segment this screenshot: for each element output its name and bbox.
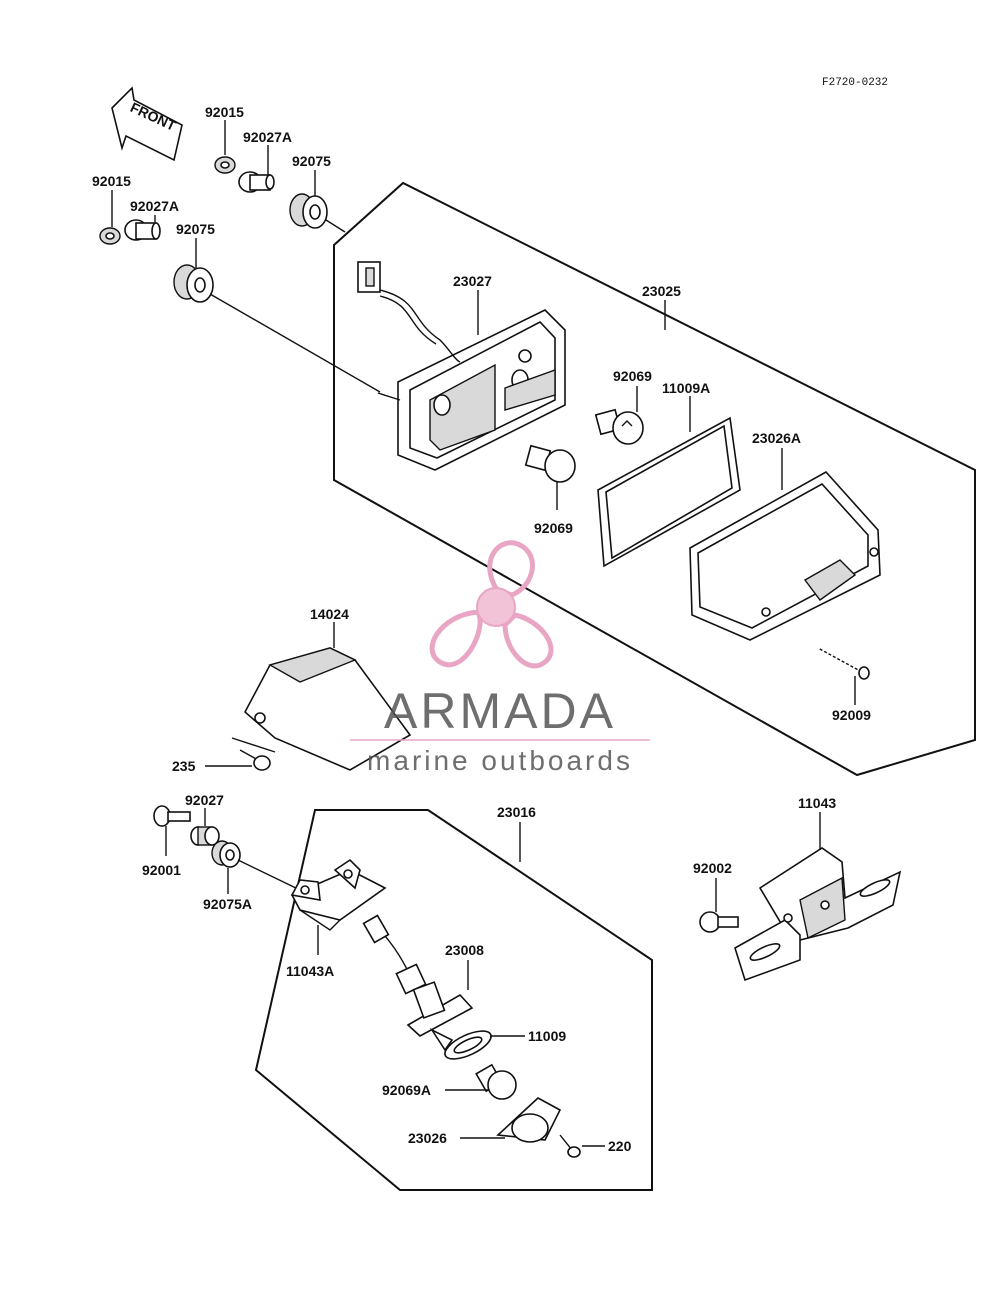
grommet-92075-lower (173, 264, 214, 303)
bulb-92069-lower (524, 444, 576, 483)
lens-23026A (689, 470, 881, 641)
label-92069-lower: 92069 (534, 520, 573, 536)
propeller-logo-icon (429, 540, 554, 669)
label-23025: 23025 (642, 283, 681, 299)
armada-watermark: ARMADA marine outboards (350, 540, 650, 776)
gasket-11009 (444, 1030, 492, 1060)
tail-lamp-assembly-outline (333, 181, 976, 777)
label-23008: 23008 (445, 942, 484, 958)
label-92015-upper: 92015 (205, 104, 244, 120)
watermark-brand: ARMADA (384, 683, 616, 739)
bulb-92069A (475, 1063, 517, 1100)
label-92075-lower: 92075 (176, 221, 215, 237)
gasket-11009A (597, 416, 741, 568)
label-11043: 11043 (798, 795, 836, 811)
bolt-92001 (153, 805, 191, 827)
label-220: 220 (608, 1138, 632, 1154)
screw-92009 (817, 647, 870, 680)
watermark-tagline: marine outboards (367, 745, 633, 776)
label-11009: 11009 (528, 1028, 566, 1044)
collar-92027A-upper (238, 171, 275, 193)
label-92002: 92002 (693, 860, 732, 876)
label-92027A-lower: 92027A (130, 198, 179, 214)
label-14024: 14024 (310, 606, 349, 622)
license-bracket-11043 (734, 847, 902, 982)
label-92027: 92027 (185, 792, 224, 808)
label-235: 235 (172, 758, 196, 774)
label-92001: 92001 (142, 862, 181, 878)
nut-92015-upper (214, 156, 236, 174)
collar-92027A-lower (124, 219, 161, 241)
label-92075-upper: 92075 (292, 153, 331, 169)
label-92069A: 92069A (382, 1082, 431, 1098)
screw-220 (559, 1134, 581, 1158)
grommet-92075-upper (289, 193, 328, 229)
label-11009A: 11009A (662, 380, 710, 396)
socket-23008 (362, 914, 474, 1052)
nut-92015-lower (99, 227, 121, 245)
label-11043A: 11043A (286, 963, 334, 979)
front-arrow-icon: FRONT (111, 86, 183, 162)
label-23016: 23016 (497, 804, 536, 820)
label-23027: 23027 (453, 273, 492, 289)
label-92009: 92009 (832, 707, 871, 723)
label-92027A-upper: 92027A (243, 129, 292, 145)
bolt-92002 (699, 911, 739, 933)
screw-235 (239, 749, 271, 771)
lens-23026 (496, 1097, 562, 1143)
label-92015-lower: 92015 (92, 173, 131, 189)
bulb-92069-upper (594, 408, 644, 445)
drawing-code: F2720-0232 (822, 77, 888, 89)
lamp-housing-23027 (357, 261, 566, 471)
grommet-92075A (211, 840, 241, 868)
license-lamp-assembly-outline (254, 809, 653, 1191)
label-92075A: 92075A (203, 896, 252, 912)
label-23026: 23026 (408, 1130, 447, 1146)
label-23026A: 23026A (752, 430, 801, 446)
collar-92027 (190, 826, 220, 846)
label-92069-upper: 92069 (613, 368, 652, 384)
bracket-11043A (290, 858, 387, 931)
